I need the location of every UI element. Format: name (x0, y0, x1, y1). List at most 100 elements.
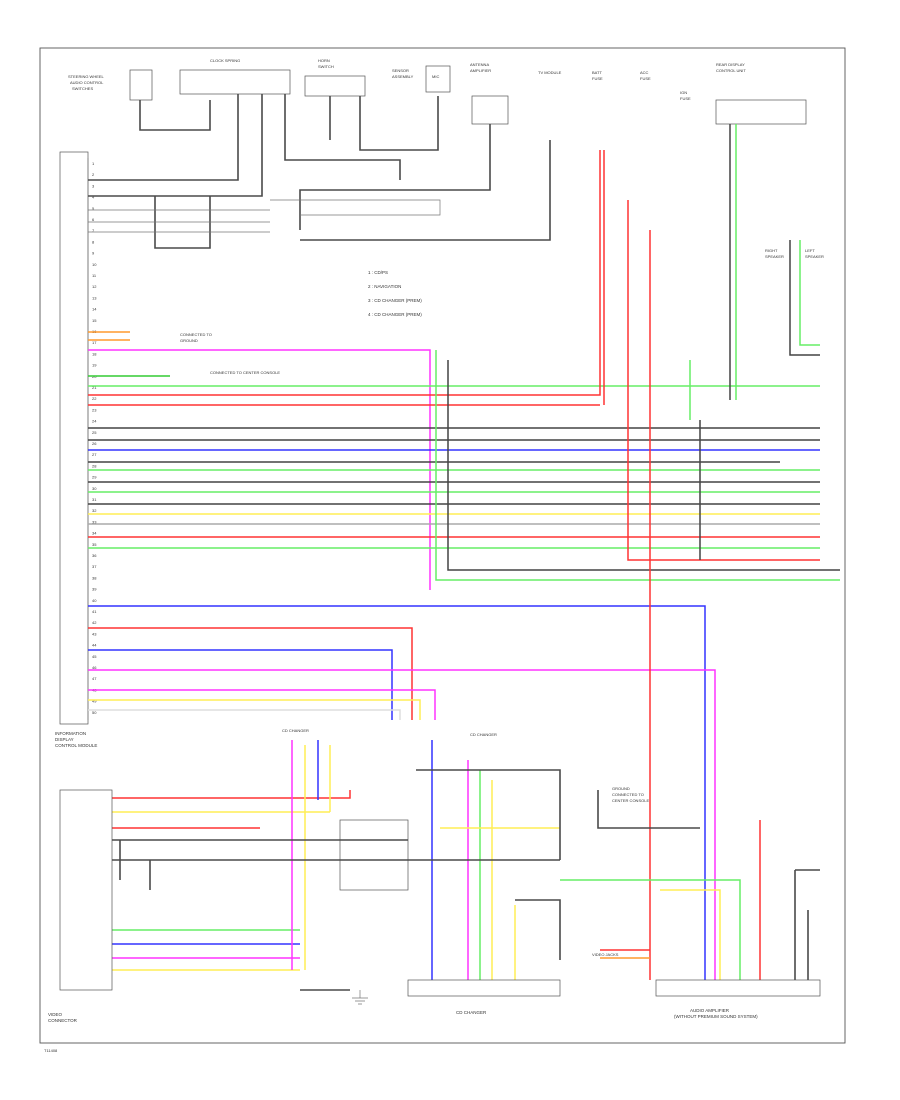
ground-wire (597, 790, 700, 829)
legend-item-2: 2 : NAVIGATION (368, 284, 401, 289)
pin-number: 36 (92, 553, 97, 558)
pin-number: 28 (92, 463, 97, 468)
lower-grey-6 (515, 899, 561, 960)
notes: CONNECTED TO GROUND CONNECTED TO CENTER … (180, 248, 824, 957)
control-module-connector (59, 151, 89, 725)
pin-number: 32 (92, 508, 97, 513)
fuse-a-label2: FUSE (592, 76, 603, 81)
note-speaker-right-2: SPEAKER (765, 254, 784, 259)
harness-m (270, 199, 441, 216)
bus-wire (88, 699, 421, 720)
pin-number: 40 (92, 598, 97, 603)
top-harness (88, 94, 551, 249)
fuse-a-label1: BATT (592, 70, 602, 75)
harness-a (139, 100, 211, 131)
video-connector-label2: CONNECTOR (48, 1018, 78, 1023)
legend-item-1: 1 : CD/PS (368, 270, 388, 275)
pin-number: 23 (92, 407, 97, 412)
pin-number: 12 (92, 284, 97, 289)
pin-number: 1 (92, 161, 95, 166)
pin-number: 38 (92, 575, 97, 580)
mic-box (425, 65, 451, 93)
rear-display-box (715, 99, 807, 125)
steering-switch-label2: AUDIO CONTROL (70, 80, 104, 85)
note-ground-console-1: GROUND (612, 786, 630, 791)
harness-b (88, 94, 239, 181)
pin-number: 31 (92, 497, 97, 502)
pin-number: 50 (92, 710, 97, 715)
fuse-c-label1: IGN (680, 90, 687, 95)
note-connector-center: CONNECTED TO CENTER CONSOLE (210, 370, 280, 375)
horn-switch-box (304, 75, 366, 97)
note-ground-tv-2: GROUND (180, 338, 198, 343)
clockspring-label: CLOCK SPRING (210, 58, 240, 63)
fuse-c-label2: FUSE (680, 96, 691, 101)
note-video-jacks: VIDEO JACKS (592, 952, 619, 957)
cd-changer-label: CD CHANGER (456, 1010, 487, 1015)
pin-number: 17 (92, 340, 97, 345)
sensor-label2: ASSEMBLY (392, 74, 414, 79)
pin-number: 46 (92, 665, 97, 670)
splice-block (339, 819, 409, 891)
ground-symbol (352, 990, 368, 1005)
harness-wire (799, 240, 820, 346)
cd-changer-connector (407, 979, 561, 997)
bus-wire (88, 669, 716, 980)
pin-number: 26 (92, 441, 97, 446)
pin-number: 43 (92, 631, 97, 636)
video-connector-box (59, 789, 113, 991)
pin-number: 49 (92, 699, 97, 704)
pin-number: 21 (92, 385, 97, 390)
pin-number: 15 (92, 318, 97, 323)
antenna-box (471, 95, 509, 125)
pin-number: 8 (92, 239, 95, 244)
bus-wire (88, 627, 413, 720)
harness-c (88, 94, 263, 197)
pin-number: 6 (92, 217, 95, 222)
connector-body (59, 151, 89, 725)
tv-module-label: TV MODULE (538, 70, 562, 75)
pin-number: 19 (92, 363, 97, 368)
pin-number: 25 (92, 430, 97, 435)
harness-g (299, 124, 491, 230)
pin-number: 47 (92, 676, 97, 681)
control-module-label: INFORMATION DISPLAY CONTROL MODULE (55, 731, 97, 748)
steering-switch-label3: SWITCHES (72, 86, 93, 91)
harness-wire (447, 360, 840, 571)
pin-number: 39 (92, 587, 97, 592)
pin-number: 34 (92, 531, 97, 536)
fuse-b-label1: ACC (640, 70, 649, 75)
amplifier-connector (655, 979, 821, 997)
pin-number: 29 (92, 475, 97, 480)
harness-wire (112, 790, 351, 799)
pin-number: 5 (92, 206, 95, 211)
pin-number: 7 (92, 228, 95, 233)
pin-number: 44 (92, 643, 97, 648)
mic-label: MIC (432, 74, 439, 79)
horn-switch-label1: HORN (318, 58, 330, 63)
amplifier-label2: (WITHOUT PREMIUM SOUND SYSTEM) (674, 1014, 758, 1019)
bus-wire (88, 709, 401, 720)
pin-number: 22 (92, 396, 97, 401)
sensor-label1: SENSOR (392, 68, 409, 73)
pin-number: 13 (92, 295, 97, 300)
pin-number: 27 (92, 452, 97, 457)
control-module-label-line2: DISPLAY (55, 737, 74, 742)
amplifier-label1: AUDIO AMPLIFIER (690, 1008, 730, 1013)
note-speaker-left-1: LEFT (805, 248, 815, 253)
pin-number: 42 (92, 620, 97, 625)
top-components: STEERING WHEEL AUDIO CONTROL SWITCHES CL… (68, 58, 807, 125)
note-speaker-right-1: RIGHT (765, 248, 778, 253)
note-ground-console-2: CONNECTED TO (612, 792, 644, 797)
harness-wire (789, 240, 820, 356)
control-module-label-line3: CONTROL MODULE (55, 743, 97, 748)
diagram-code: T11408 (44, 1048, 58, 1053)
video-connector-label1: VIDEO (48, 1012, 63, 1017)
pin-number: 9 (92, 251, 95, 256)
bus-wire (88, 349, 431, 590)
fuse-b-label2: FUSE (640, 76, 651, 81)
pin-number: 11 (92, 273, 97, 278)
lower-section: CD CHANGER CD CHANGER VIDEO CONNECTOR CD… (48, 728, 821, 1023)
horn-switch-label2: SWITCH (318, 64, 334, 69)
